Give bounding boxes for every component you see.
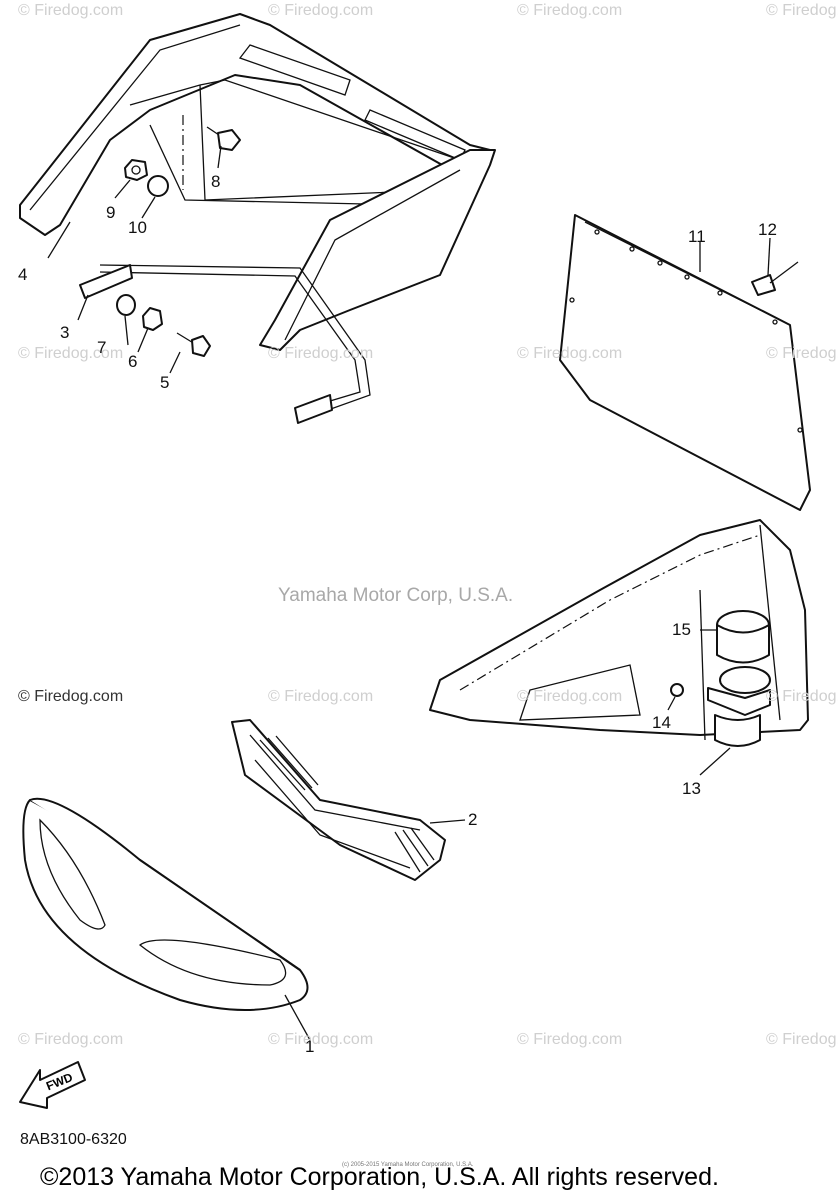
callout-7: 7 xyxy=(97,338,107,357)
fwd-arrow-icon: FWD xyxy=(19,1061,86,1109)
callout-14: 14 xyxy=(652,713,671,732)
callout-8: 8 xyxy=(211,172,221,191)
callout-4: 4 xyxy=(18,265,28,284)
callout-1: 1 xyxy=(305,1037,315,1056)
leader-lines xyxy=(47,145,771,1041)
callout-12: 12 xyxy=(758,220,777,239)
copyright-footer: ©2013 Yamaha Motor Corporation, U.S.A. A… xyxy=(40,1163,719,1191)
callout-11: 11 xyxy=(688,227,706,246)
part-2-grille xyxy=(231,719,446,881)
part-11-panel xyxy=(559,214,811,511)
callout-3: 3 xyxy=(60,323,70,342)
callout-5: 5 xyxy=(160,373,170,392)
watermark: © Firedog.com xyxy=(766,1031,838,1048)
watermark: © Firedog.com xyxy=(517,345,623,362)
part-1-cover xyxy=(22,797,309,1011)
callout-10: 10 xyxy=(128,218,147,237)
callout-13: 13 xyxy=(682,779,701,798)
drawing-id: 8AB3100-6320 xyxy=(20,1131,127,1148)
tiny-copyright: (c) 2005-2015 Yamaha Motor Corporation, … xyxy=(342,1162,474,1168)
watermark: © Firedog.com xyxy=(766,688,838,705)
watermark: © Firedog.com xyxy=(766,2,838,19)
part-4-front-frame xyxy=(19,13,496,351)
watermark: © Firedog.com xyxy=(18,2,124,19)
callout-9: 9 xyxy=(106,203,116,222)
watermark: © Firedog.com xyxy=(517,1031,623,1048)
part-12-rivet xyxy=(751,261,799,296)
watermark: © Firedog.com xyxy=(18,345,124,362)
watermark: © Firedog.com xyxy=(18,688,124,705)
hardware-bolts-nuts xyxy=(116,115,241,357)
watermark: © Firedog.com xyxy=(517,688,623,705)
watermark: © Firedog.com xyxy=(268,345,374,362)
watermark: © Firedog.com xyxy=(517,2,623,19)
watermark: © Firedog.com xyxy=(268,2,374,19)
center-watermark: Yamaha Motor Corp, U.S.A. xyxy=(278,585,514,606)
callout-2: 2 xyxy=(468,810,478,829)
callout-6: 6 xyxy=(128,352,138,371)
part-13-housing xyxy=(429,519,809,747)
watermark: © Firedog.com xyxy=(268,1031,374,1048)
watermark: © Firedog.com xyxy=(268,688,374,705)
part-3-u-bar xyxy=(79,264,371,424)
callout-15: 15 xyxy=(672,620,691,639)
watermark: © Firedog.com xyxy=(18,1031,124,1048)
watermark: © Firedog.com xyxy=(766,345,838,362)
